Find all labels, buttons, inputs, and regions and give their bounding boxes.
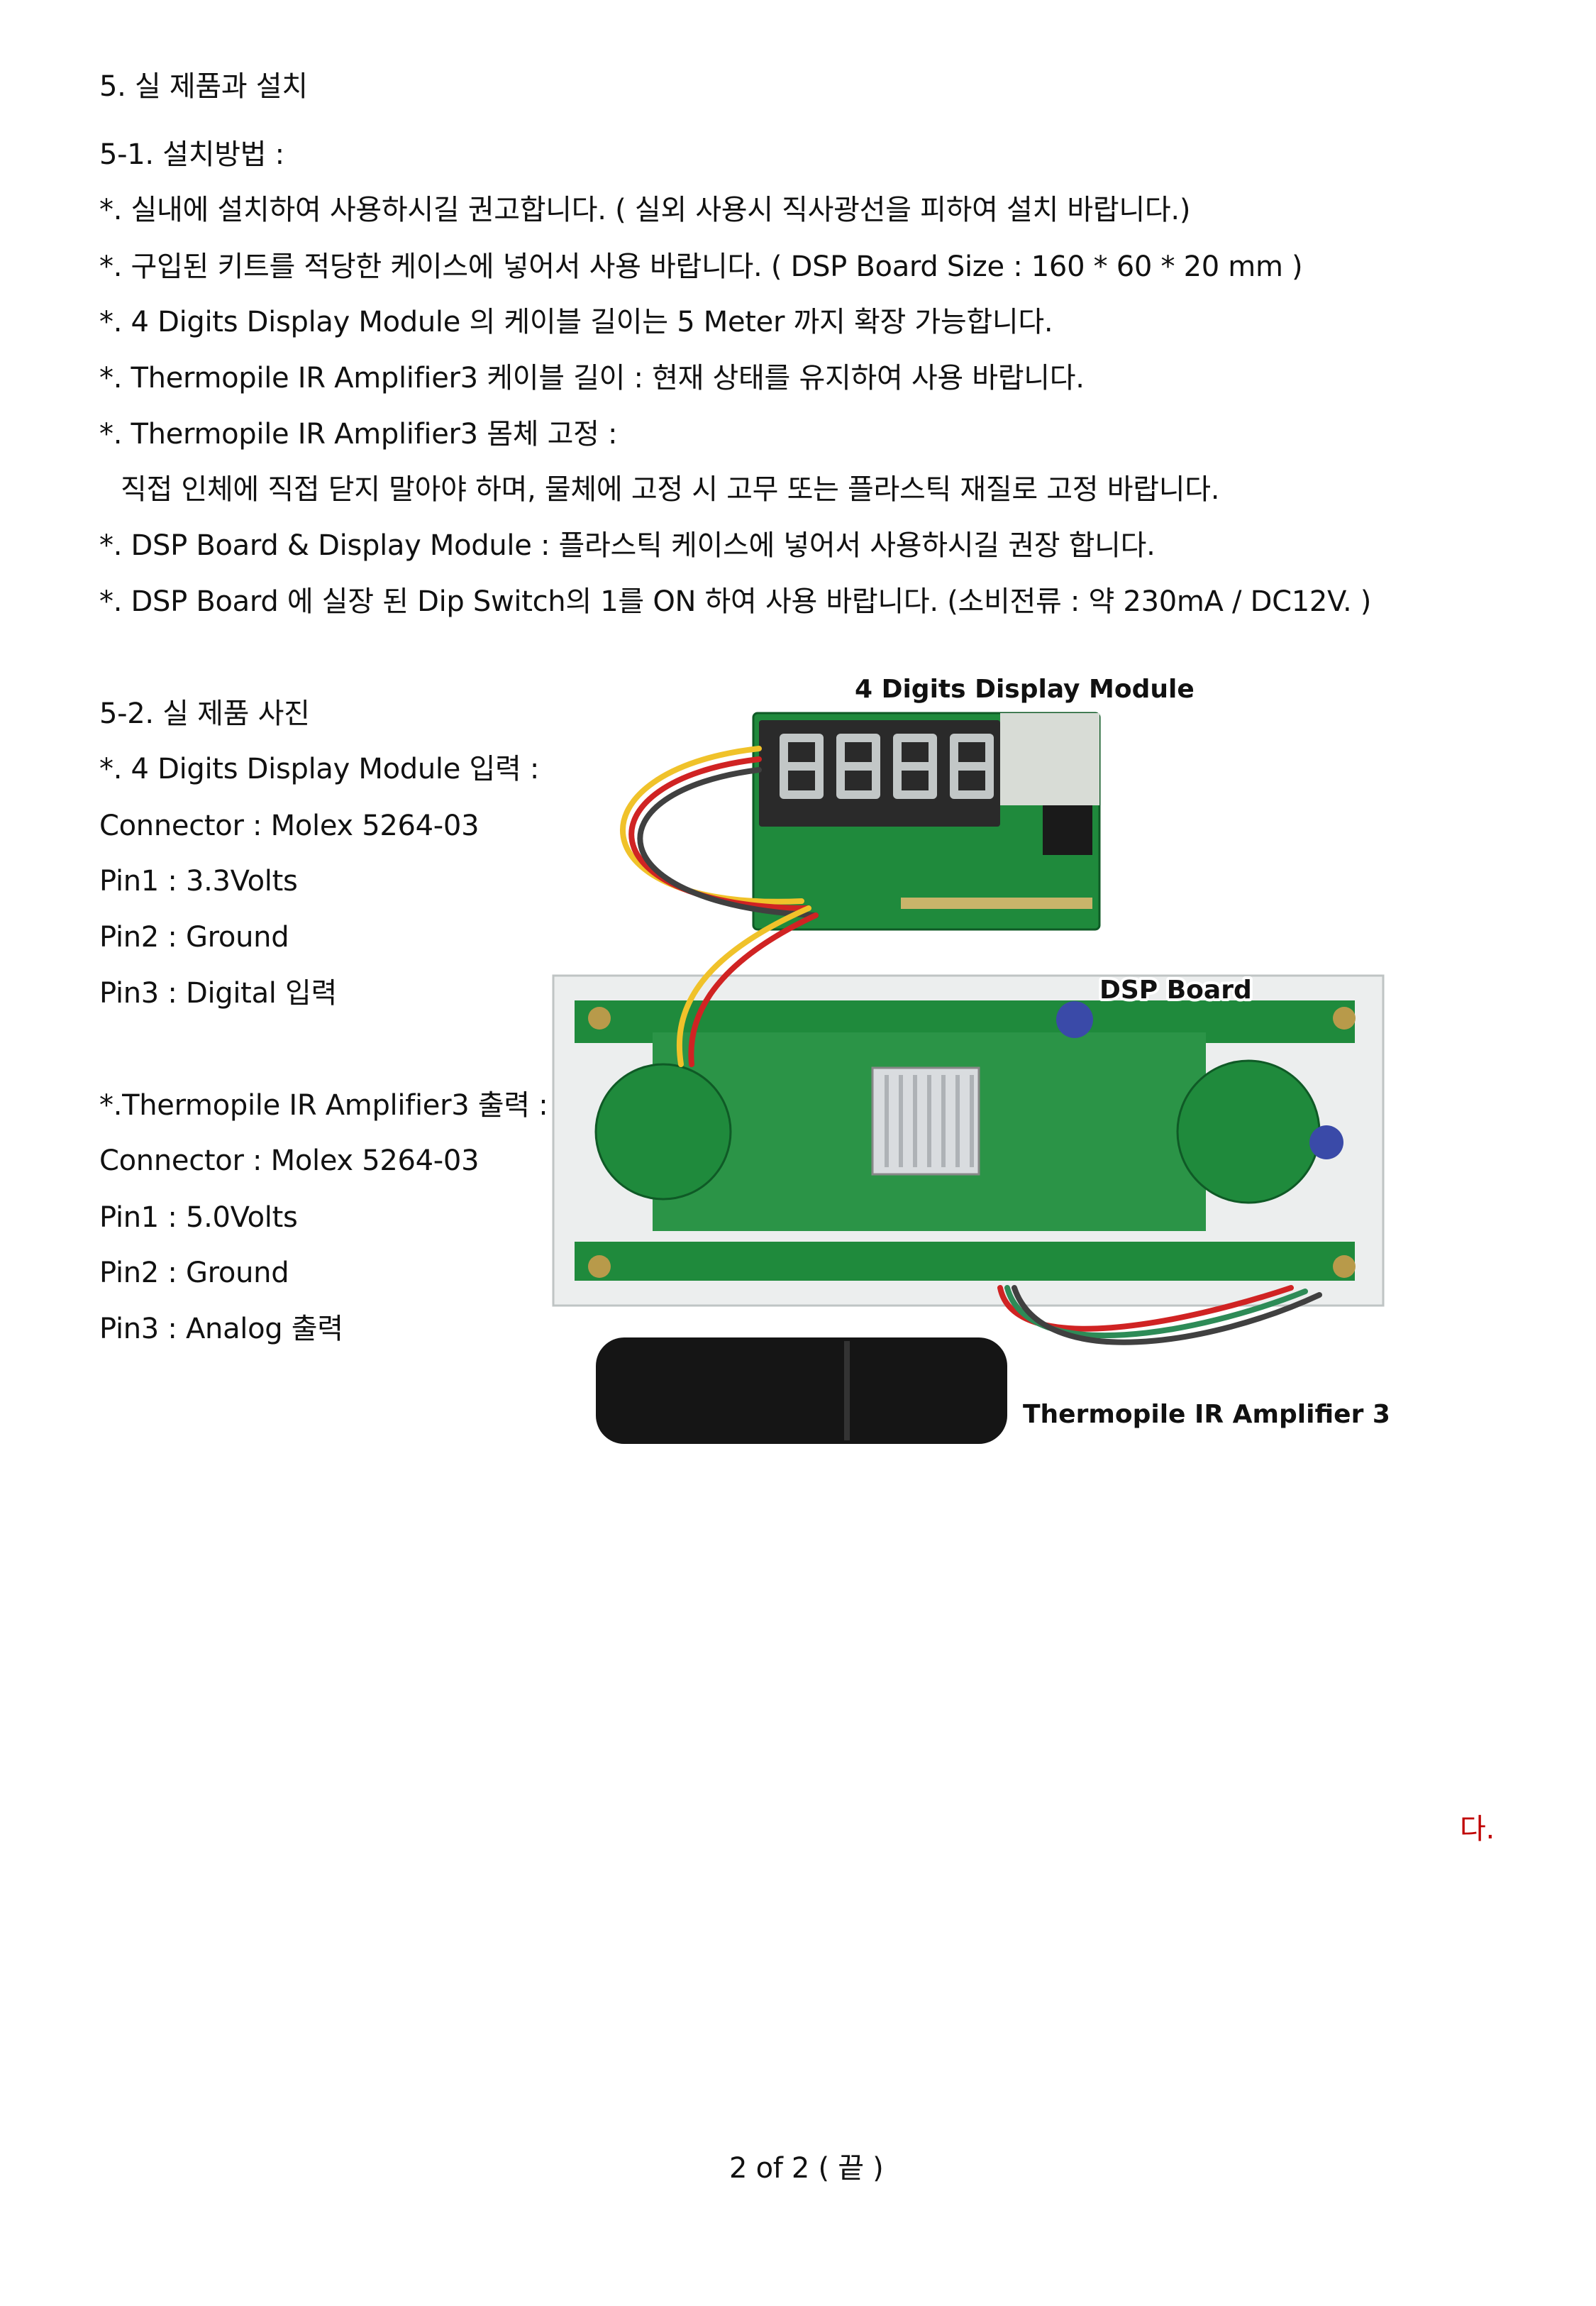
display-module-board (752, 712, 1101, 931)
install-line: *. 구입된 키트를 적당한 케이스에 넣어서 사용 바랍니다. ( DSP B… (99, 250, 1303, 283)
cables (620, 746, 1322, 1345)
dsp-board (552, 974, 1385, 1307)
install-line: *. DSP Board 에 실장 된 Dip Switch의 1를 ON 하여… (99, 585, 1372, 618)
amp-output-title: *.Thermopile IR Amplifier3 출력 : (99, 1089, 548, 1122)
amp-pin2: Pin2 : Ground (99, 1257, 289, 1289)
thermopile-amplifier (596, 1337, 1007, 1444)
display-pin1: Pin1 : 3.3Volts (99, 865, 298, 898)
display-module-photo-label: 4 Digits Display Module (855, 675, 1195, 704)
dsp-board-photo-label: DSP Board (1099, 976, 1252, 1005)
install-line: *. 실내에 설치하여 사용하시길 권고합니다. ( 실외 사용시 직사광선을 … (99, 194, 1191, 226)
display-connector: Connector : Molex 5264-03 (99, 810, 480, 842)
install-line: 직접 인체에 직접 닫지 말아야 하며, 물체에 고정 시 고무 또는 플라스틱… (121, 473, 1220, 506)
install-line: *. 4 Digits Display Module 의 케이블 길이는 5 M… (99, 306, 1053, 338)
stray-text: 다. (1460, 1813, 1495, 1846)
photo-heading: 5-2. 실 제품 사진 (99, 697, 310, 730)
install-line: *. Thermopile IR Amplifier3 몸체 고정 : (99, 418, 618, 451)
display-input-title: *. 4 Digits Display Module 입력 : (99, 753, 540, 785)
page-footer: 2 of 2 ( 끝 ) (729, 2152, 884, 2185)
product-photo: 4 Digits Display Module DSP Board Thermo… (552, 675, 1390, 1444)
display-pin3: Pin3 : Digital 입력 (99, 977, 338, 1010)
display-pin2: Pin2 : Ground (99, 921, 289, 954)
install-heading: 5-1. 설치방법 : (99, 138, 284, 171)
amp-pin3: Pin3 : Analog 출력 (99, 1313, 343, 1345)
amp-pin1: Pin1 : 5.0Volts (99, 1201, 298, 1234)
install-line: *. Thermopile IR Amplifier3 케이블 길이 : 현재 … (99, 362, 1085, 395)
amp-connector: Connector : Molex 5264-03 (99, 1144, 480, 1177)
install-line: *. DSP Board & Display Module : 플라스틱 케이스… (99, 529, 1156, 562)
amplifier-photo-label: Thermopile IR Amplifier 3 (1023, 1400, 1390, 1429)
section-title: 5. 실 제품과 설치 (99, 70, 308, 103)
